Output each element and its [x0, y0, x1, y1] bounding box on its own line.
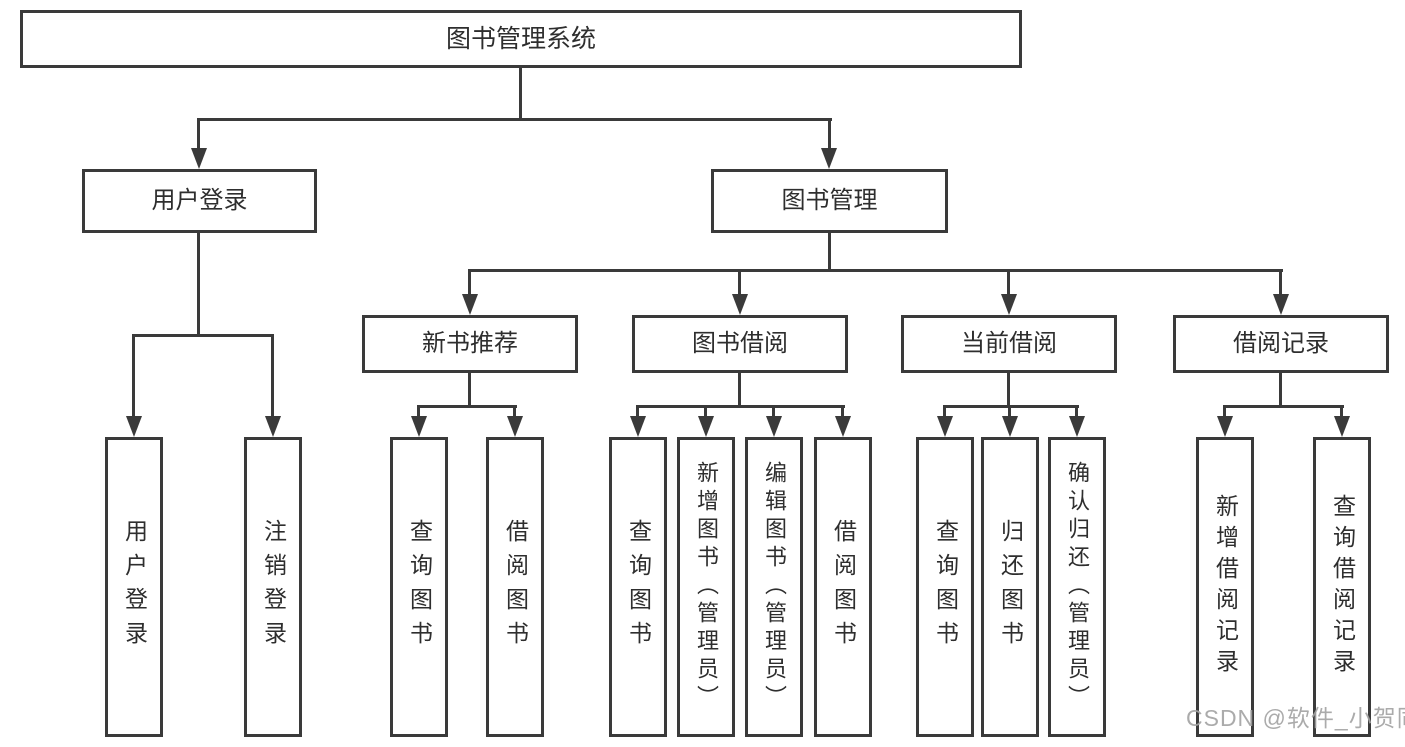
arrow-down-icon	[937, 416, 953, 437]
connector-line	[943, 405, 1079, 408]
arrow-down-icon	[411, 416, 427, 437]
connector-line	[417, 405, 517, 408]
connector-line	[132, 334, 274, 337]
connector-line	[636, 405, 639, 418]
arrow-down-icon	[1217, 416, 1233, 437]
arrow-down-icon	[126, 416, 142, 437]
arrow-down-icon	[1273, 294, 1289, 315]
arrow-down-icon	[821, 148, 837, 169]
leaf-logout: 注销登录	[244, 437, 302, 737]
connector-line	[1279, 269, 1282, 296]
node-label: 查询图书	[406, 519, 433, 655]
leaf-add-borrow-record: 新增借阅记录	[1196, 437, 1254, 737]
connector-line	[828, 233, 831, 272]
connector-line	[197, 118, 200, 151]
arrow-down-icon	[732, 294, 748, 315]
connector-line	[828, 118, 831, 151]
node-label: 确认归还（管理员）	[1065, 461, 1090, 713]
connector-line	[271, 334, 274, 417]
connector-line	[132, 334, 135, 417]
leaf-query-books: 查询图书	[390, 437, 448, 737]
connector-line	[1007, 269, 1010, 296]
node-label: 图书管理系统	[445, 24, 596, 53]
arrow-down-icon	[766, 416, 782, 437]
connector-line	[943, 405, 946, 418]
arrow-down-icon	[1069, 416, 1085, 437]
leaf-add-books-admin: 新增图书（管理员）	[677, 437, 735, 737]
arrow-down-icon	[835, 416, 851, 437]
arrow-down-icon	[698, 416, 714, 437]
leaf-borrow-books: 借阅图书	[486, 437, 544, 737]
node-label: 新增图书（管理员）	[694, 461, 719, 713]
connector-line	[738, 373, 741, 407]
node-label: 当前借阅	[961, 330, 1057, 357]
node-label: 查询图书	[625, 519, 652, 655]
connector-line	[1007, 373, 1010, 407]
connector-line	[197, 233, 200, 337]
connector-line	[1279, 373, 1282, 407]
connector-line	[1008, 405, 1011, 418]
node-current-borrowing: 当前借阅	[901, 315, 1117, 373]
arrow-down-icon	[191, 148, 207, 169]
node-label: 借阅记录	[1233, 330, 1329, 357]
connector-line	[468, 373, 471, 407]
arrow-down-icon	[630, 416, 646, 437]
node-label: 编辑图书（管理员）	[762, 461, 787, 713]
node-label: 图书管理	[781, 187, 878, 214]
node-book-management: 图书管理	[711, 169, 948, 233]
leaf-return-books: 归还图书	[981, 437, 1039, 737]
node-book-borrowing: 图书借阅	[632, 315, 848, 373]
arrow-down-icon	[1334, 416, 1350, 437]
connector-line	[841, 405, 844, 418]
connector-line	[417, 405, 420, 418]
node-label: 注销登录	[260, 519, 287, 655]
node-label: 借阅图书	[502, 519, 529, 655]
connector-line	[468, 269, 471, 296]
node-borrowing-records: 借阅记录	[1173, 315, 1389, 373]
connector-line	[636, 405, 845, 408]
connector-line	[1075, 405, 1078, 418]
node-label: 新增借阅记录	[1212, 494, 1239, 680]
arrow-down-icon	[1002, 416, 1018, 437]
arrow-down-icon	[265, 416, 281, 437]
leaf-confirm-return-admin: 确认归还（管理员）	[1048, 437, 1106, 737]
arrow-down-icon	[462, 294, 478, 315]
connector-line	[772, 405, 775, 418]
arrow-down-icon	[507, 416, 523, 437]
connector-line	[1223, 405, 1226, 418]
leaf-query-books: 查询图书	[609, 437, 667, 737]
leaf-query-books: 查询图书	[916, 437, 974, 737]
node-label: 查询借阅记录	[1329, 494, 1356, 680]
connector-line	[1340, 405, 1343, 418]
connector-line	[704, 405, 707, 418]
connector-line	[468, 269, 1283, 272]
csdn-watermark: CSDN @软件_小贺同学	[1186, 705, 1405, 731]
leaf-user-login: 用户登录	[105, 437, 163, 737]
connector-line	[738, 269, 741, 296]
node-label: 图书借阅	[692, 330, 788, 357]
node-label: 用户登录	[121, 519, 148, 655]
node-label: 查询图书	[932, 519, 959, 655]
connector-line	[513, 405, 516, 418]
node-user-login: 用户登录	[82, 169, 317, 233]
node-library-management-system: 图书管理系统	[20, 10, 1022, 68]
leaf-edit-books-admin: 编辑图书（管理员）	[745, 437, 803, 737]
connector-line	[1223, 405, 1344, 408]
leaf-borrow-books: 借阅图书	[814, 437, 872, 737]
arrow-down-icon	[1001, 294, 1017, 315]
node-label: 归还图书	[997, 519, 1024, 655]
leaf-query-borrow-record: 查询借阅记录	[1313, 437, 1371, 737]
node-label: 借阅图书	[830, 519, 857, 655]
node-label: 用户登录	[151, 187, 248, 214]
node-new-book-recommend: 新书推荐	[362, 315, 578, 373]
node-label: 新书推荐	[422, 330, 518, 357]
connector-line	[519, 68, 522, 120]
connector-line	[197, 118, 832, 121]
